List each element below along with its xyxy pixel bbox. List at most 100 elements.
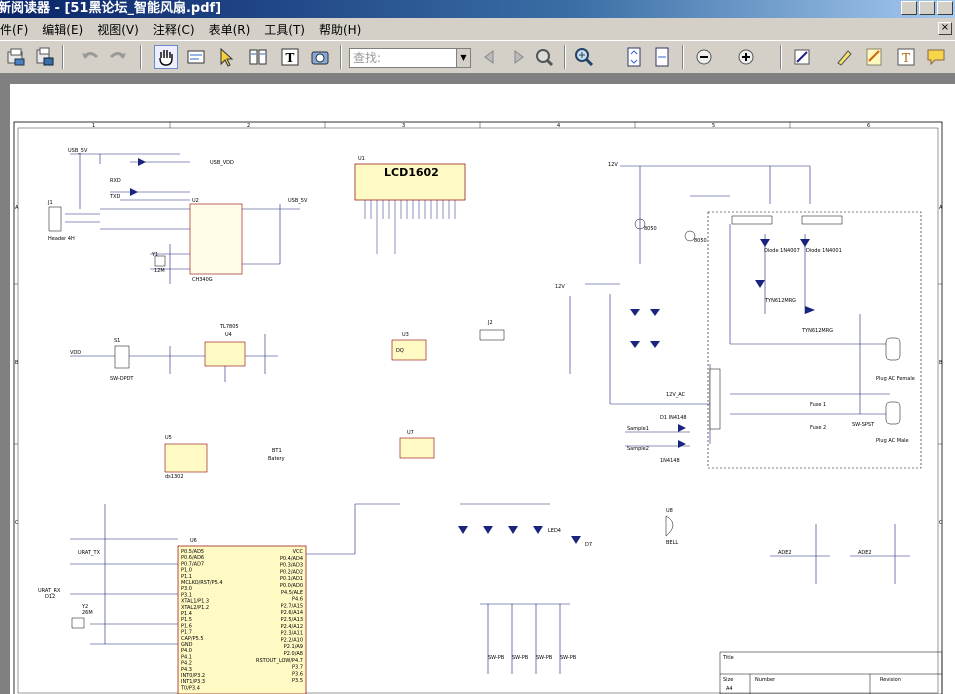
chip-ref: U3 <box>402 332 409 338</box>
mcu-pin-label: P3.5 <box>292 678 303 684</box>
crystal-label: Y1 <box>151 252 158 258</box>
pointer-icon[interactable] <box>214 45 238 69</box>
crystal-freq: 26M <box>82 610 93 616</box>
typewriter-icon[interactable]: T <box>894 45 918 69</box>
row-letter: C <box>15 520 19 526</box>
search-placeholder: 查找: <box>353 51 382 65</box>
book-icon[interactable] <box>246 45 270 69</box>
save-icon[interactable] <box>32 45 56 69</box>
snapshot-icon[interactable] <box>308 45 332 69</box>
diode-label: Diode 1N4007 <box>764 248 800 254</box>
menu-help[interactable]: 帮助(H) <box>318 22 362 37</box>
zoom-in-icon[interactable] <box>572 45 596 69</box>
mcu-pin-label: P3.7 <box>292 665 303 671</box>
document-viewport[interactable]: 1 2 3 4 5 6 A B C A B C <box>0 74 955 694</box>
ds18b20-chip <box>391 339 427 361</box>
net-label: Sample1 <box>627 426 649 432</box>
select-text-icon[interactable] <box>184 45 208 69</box>
mcu-pin-label: P3.1 <box>181 592 192 598</box>
buzzer-label: BELL <box>666 540 678 546</box>
mcu-pin-label: INT1/P3.3 <box>181 679 205 685</box>
led-ref: LED4 <box>548 528 561 534</box>
chip-ref: U7 <box>407 430 414 436</box>
col-number: 1 <box>92 123 95 129</box>
menu-edit[interactable]: 编辑(E) <box>42 22 84 37</box>
comment-icon[interactable] <box>924 45 948 69</box>
menu-file[interactable]: 件(F) <box>0 22 29 37</box>
mcu-pin-label: GND <box>181 642 193 648</box>
size-value: A4 <box>726 686 733 692</box>
highlighter-icon[interactable] <box>832 45 856 69</box>
mcu-pin-label: P2.0/A8 <box>284 651 303 657</box>
undo-icon[interactable] <box>78 45 102 69</box>
fit-page-icon[interactable] <box>622 45 646 69</box>
crystal-y2 <box>71 617 85 629</box>
first-page-icon[interactable] <box>478 45 502 69</box>
connector-j2 <box>479 329 505 341</box>
switch-label: SW-PB <box>512 655 529 661</box>
mcu-pin-label: P1.7 <box>181 630 192 636</box>
triac-label: TYN612MRG <box>764 298 796 304</box>
usb-serial-block <box>65 153 300 284</box>
led-bank <box>458 503 581 544</box>
mcu-pin-label: CAP/P5.5 <box>181 636 204 642</box>
fit-width-icon[interactable] <box>650 45 674 69</box>
net-label: URAT_TX <box>78 550 101 556</box>
revision-field: Revision <box>880 677 901 683</box>
close-document-button[interactable]: × <box>938 22 952 35</box>
col-number: 2 <box>247 123 250 129</box>
fuse-label: Fuse 2 <box>810 425 826 431</box>
pin-label: DQ <box>396 348 404 354</box>
net-label: USB_VDD <box>210 160 234 166</box>
diode-symbol <box>138 158 146 166</box>
menu-comment[interactable]: 注释(C) <box>152 22 195 37</box>
maximize-button[interactable] <box>919 1 935 15</box>
switch-label: SW-PB <box>560 655 577 661</box>
mcu-pin-label: T0/P3.4 <box>180 685 200 691</box>
zoom-in-plus-icon[interactable] <box>734 45 758 69</box>
mcu-pin-label: P0.6/AD6 <box>181 555 204 561</box>
menu-tools[interactable]: 工具(T) <box>264 22 305 37</box>
number-field: Number <box>755 677 776 683</box>
diode-label: D1 IN4148 <box>660 415 687 421</box>
search-input[interactable]: 查找: ▼ <box>349 48 471 68</box>
pen-icon[interactable] <box>790 45 814 69</box>
isolation-box <box>707 211 922 469</box>
switch-ref: S1 <box>114 338 120 344</box>
transformers <box>709 215 901 430</box>
search-icon[interactable] <box>532 45 556 69</box>
chip-ref: U2 <box>192 198 199 204</box>
text-tool-icon[interactable]: T <box>278 45 302 69</box>
mcu-pin-label: P0.0/AD0 <box>280 583 303 589</box>
menu-view[interactable]: 视图(V) <box>97 22 139 37</box>
lcd-title: LCD1602 <box>384 166 439 179</box>
net-label: RXD <box>110 178 121 184</box>
header-connector <box>48 206 62 232</box>
title-bar: 新阅读器 - [51黑论坛_智能风扇.pdf] <box>0 0 955 18</box>
mcu-pin-label: P1.0 <box>181 568 192 574</box>
open-icon[interactable] <box>4 45 28 69</box>
zoom-out-minus-icon[interactable] <box>692 45 716 69</box>
led-ref: D12 <box>45 594 55 600</box>
net-label: USB_5V <box>68 148 88 154</box>
mcu-left-pins: P0.5/AD5P0.6/AD6P0.7/AD7P1.0P1.1MCLKO/RS… <box>180 549 223 691</box>
triac-label: TYN612MRG <box>801 328 833 334</box>
mcu-pin-label: P0.4/AD4 <box>280 556 303 562</box>
close-window-button[interactable] <box>937 1 953 15</box>
note-icon[interactable] <box>862 45 886 69</box>
buzzer-symbol <box>665 515 674 537</box>
search-dropdown-icon[interactable]: ▼ <box>456 49 470 67</box>
last-page-icon[interactable] <box>506 45 530 69</box>
chip-ref: U6 <box>190 538 197 544</box>
menu-form[interactable]: 表单(R) <box>208 22 251 37</box>
mcu-pin-label: P2.6/A14 <box>281 610 303 616</box>
ch340-chip <box>189 203 243 275</box>
row-letter: B <box>15 360 19 366</box>
redo-icon[interactable] <box>106 45 130 69</box>
chip-label: ds1302 <box>165 474 184 480</box>
window-title: 新阅读器 - [51黑论坛_智能风扇.pdf] <box>0 1 222 16</box>
hand-icon[interactable] <box>154 45 178 69</box>
mcu-pin-label: P0.2/AD2 <box>280 569 303 575</box>
net-label: TXD <box>109 194 120 200</box>
minimize-button[interactable] <box>901 1 917 15</box>
